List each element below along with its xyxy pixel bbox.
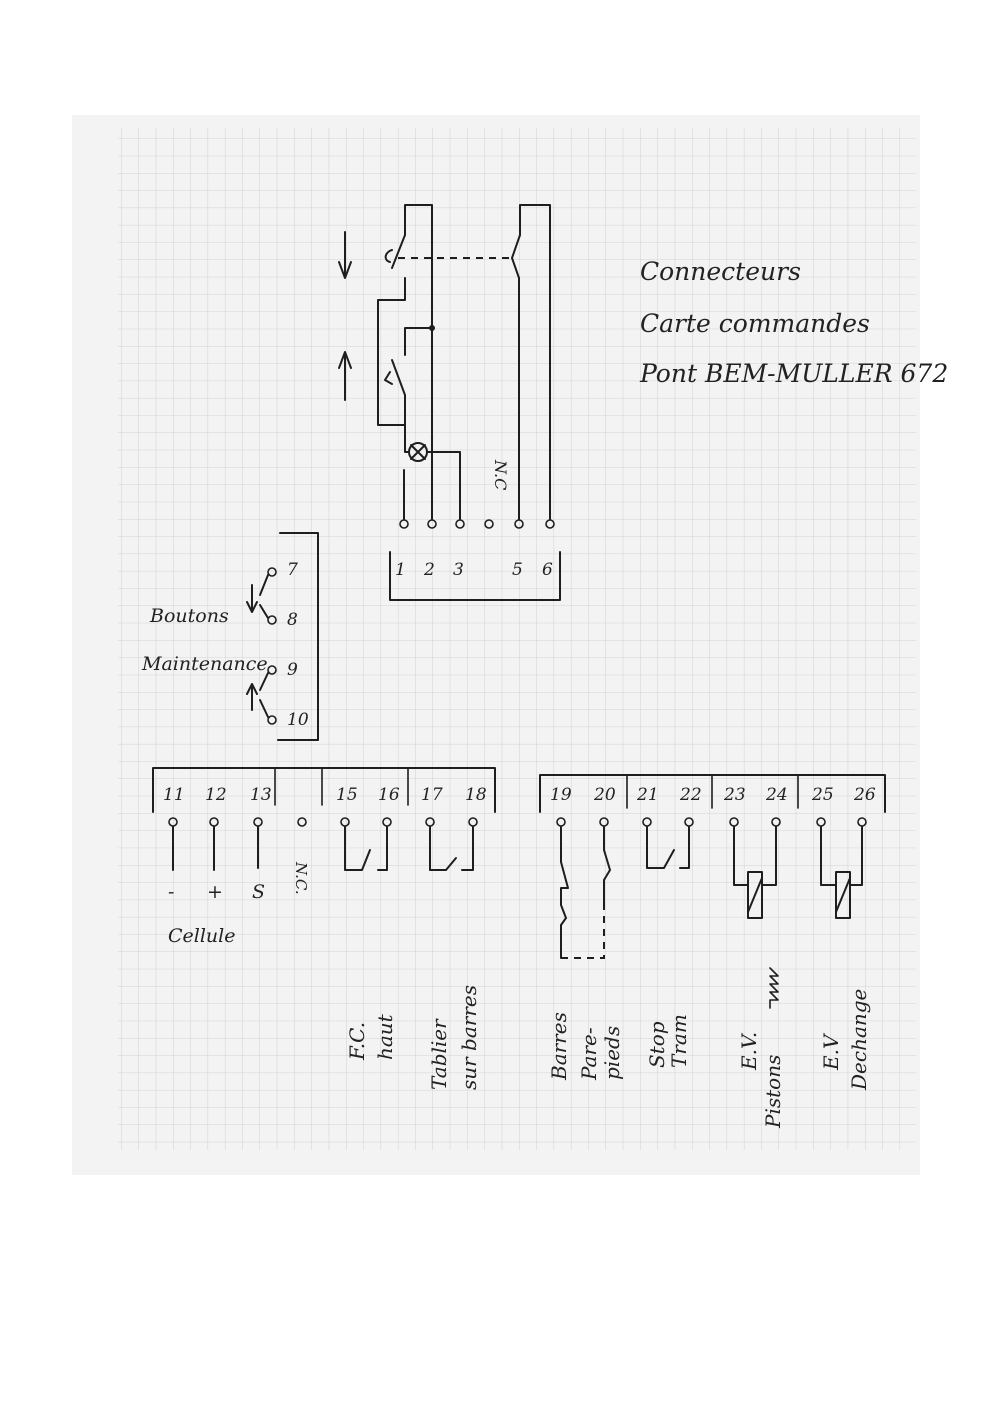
side-connector: 7 8 9 10 Boutons Maintenance bbox=[141, 532, 319, 741]
ev2-label-line2: Dechange bbox=[847, 989, 871, 1091]
parepieds-label-line1: Pare- bbox=[577, 1027, 601, 1081]
terminal-24-label: 24 bbox=[765, 785, 788, 805]
stop-tram-switch bbox=[646, 826, 690, 869]
terminal-9-label: 9 bbox=[287, 660, 298, 680]
terminal-21-label: 21 bbox=[636, 785, 659, 805]
title-line-2: Carte commandes bbox=[640, 309, 870, 338]
polarity-s: S bbox=[252, 881, 265, 903]
bottom-nc-label: N.C. bbox=[292, 861, 310, 895]
terminal-10-label: 10 bbox=[287, 710, 309, 730]
terminal-19-label: 19 bbox=[550, 785, 572, 805]
fc-label-line2: haut bbox=[373, 1013, 397, 1060]
ev-dechange-coil-icon bbox=[835, 871, 851, 919]
terminal-6-label: 6 bbox=[542, 560, 553, 580]
wire-terminal-6 bbox=[519, 204, 551, 520]
wire-terminal-3 bbox=[427, 451, 461, 520]
cellule-label: Cellule bbox=[168, 925, 236, 947]
fc-haut-switch bbox=[344, 826, 388, 871]
terminal-11-label: 11 bbox=[163, 785, 185, 805]
terminal-1-label: 1 bbox=[395, 560, 406, 580]
terminal-nc-circle bbox=[484, 519, 494, 529]
top-nc-label: N.C bbox=[491, 459, 510, 490]
ev1-label-line2: Pistons bbox=[761, 1055, 785, 1129]
terminal-2-label: 2 bbox=[423, 560, 435, 580]
terminal-26-label: 26 bbox=[853, 785, 876, 805]
terminal-20-label: 20 bbox=[593, 785, 616, 805]
lamp-cross-icon bbox=[410, 444, 426, 460]
boutons-label: Boutons bbox=[149, 605, 229, 627]
maintenance-label: Maintenance bbox=[141, 653, 268, 675]
stop-label-line1: Stop bbox=[645, 1021, 669, 1068]
terminal-12-label: 12 bbox=[205, 785, 227, 805]
terminal-18-label: 18 bbox=[465, 785, 487, 805]
title-line-1: Connecteurs bbox=[640, 257, 801, 286]
ev1-label-line1: E.V. bbox=[737, 1032, 761, 1071]
fc-label-line1: F.C. bbox=[345, 1022, 369, 1061]
tablier-label-line2: sur barres bbox=[457, 985, 481, 1090]
side-connector-bracket bbox=[277, 532, 319, 741]
terminal-7-circle bbox=[267, 567, 277, 577]
polarity-minus: - bbox=[168, 881, 174, 903]
terminal-15-label: 15 bbox=[336, 785, 358, 805]
spring-icon bbox=[769, 967, 779, 1009]
lamp-wire bbox=[404, 439, 410, 453]
barres-parepieds-link bbox=[561, 905, 605, 959]
maint-down-arrow-icon bbox=[246, 584, 258, 613]
top-connector: 1 2 3 5 6 N.C bbox=[338, 204, 561, 601]
up-switch-actuator bbox=[384, 371, 393, 385]
bottom-left-connector: 11 12 13 15 16 17 18 - + S N.C. Cellule … bbox=[152, 767, 496, 1090]
terminal-16-label: 16 bbox=[378, 785, 400, 805]
parepieds-label-line2: pieds bbox=[600, 1026, 624, 1080]
grid-paper bbox=[118, 128, 916, 1150]
stop-label-line2: Tram bbox=[667, 1014, 691, 1068]
wire-terminal-2 bbox=[404, 204, 433, 520]
terminal-17-label: 17 bbox=[421, 785, 443, 805]
junction-dot bbox=[429, 325, 435, 331]
ev-pistons-coil-diagonal bbox=[747, 877, 763, 913]
title-line-3: Pont BEM-MULLER 672 bbox=[639, 359, 948, 388]
top-connector-bracket bbox=[389, 551, 561, 601]
down-switch-actuator bbox=[384, 249, 393, 263]
bottom-right-dividers bbox=[626, 774, 799, 809]
bottom-left-dividers bbox=[274, 767, 409, 806]
tablier-label-line1: Tablier bbox=[427, 1018, 451, 1090]
bottom-left-bracket bbox=[152, 767, 496, 813]
terminal-3-label: 3 bbox=[453, 560, 464, 580]
up-arrow-icon bbox=[338, 351, 352, 401]
terminal-25-label: 25 bbox=[811, 785, 834, 805]
maint-up-arrow-icon bbox=[246, 683, 258, 711]
polarity-plus: + bbox=[207, 881, 223, 903]
terminal-23-label: 23 bbox=[723, 785, 746, 805]
barres-contacts bbox=[560, 826, 569, 959]
parepieds-contact bbox=[603, 826, 611, 906]
terminal-5-label: 5 bbox=[512, 560, 523, 580]
terminal-9-circle bbox=[267, 665, 277, 675]
ev-dechange-wires bbox=[820, 826, 863, 886]
maint-down-switch bbox=[259, 574, 269, 619]
down-arrow-icon bbox=[338, 231, 352, 279]
down-switch-contact bbox=[377, 234, 406, 426]
tablier-switch bbox=[429, 826, 474, 871]
terminal-nc-bottom-circle bbox=[297, 817, 307, 827]
ev-dechange-coil-diagonal bbox=[835, 877, 851, 913]
cellule-wires bbox=[172, 826, 259, 871]
terminal-8-circle bbox=[267, 615, 277, 625]
ev2-label-line1: E.V bbox=[819, 1032, 843, 1071]
terminal-8-label: 8 bbox=[287, 610, 298, 630]
terminal-22-label: 22 bbox=[679, 785, 702, 805]
ev-pistons-coil-icon bbox=[747, 871, 763, 919]
up-switch-contact bbox=[391, 327, 433, 441]
ev-pistons-wires bbox=[733, 826, 777, 886]
switch-5-6-contact bbox=[511, 234, 521, 279]
barres-label: Barres bbox=[547, 1012, 571, 1081]
bottom-right-connector: 19 20 21 22 23 24 25 26 Barres P bbox=[539, 774, 886, 1129]
terminal-10-circle bbox=[267, 715, 277, 725]
terminal-7-label: 7 bbox=[287, 560, 298, 580]
maint-up-switch bbox=[259, 672, 269, 718]
title-block: Connecteurs Carte commandes Pont BEM-MUL… bbox=[639, 257, 948, 388]
terminal-13-label: 13 bbox=[250, 785, 272, 805]
